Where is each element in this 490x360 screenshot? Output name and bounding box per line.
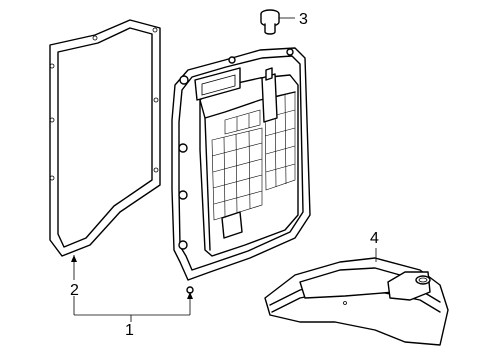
valve-body-pan-icon <box>171 47 311 294</box>
callout-2: 2 <box>70 282 79 299</box>
callout-4: 4 <box>370 230 379 247</box>
transmission-filter-icon <box>264 257 449 346</box>
leader-lines <box>71 17 377 322</box>
pan-gasket-icon <box>49 19 161 257</box>
callout-3: 3 <box>299 11 308 28</box>
drain-plug-icon <box>260 9 280 35</box>
callout-1: 1 <box>125 322 134 339</box>
